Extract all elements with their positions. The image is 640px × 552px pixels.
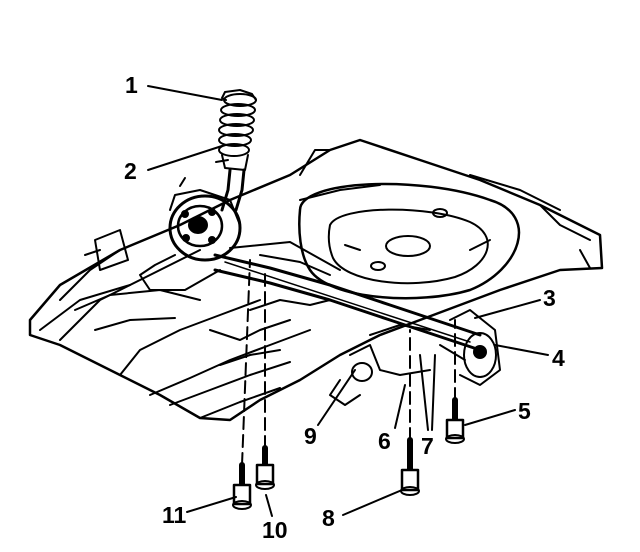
callout-3: 3 <box>543 285 556 311</box>
callout-9: 9 <box>304 423 317 449</box>
callout-2: 2 <box>124 158 137 184</box>
coil-spring <box>215 89 257 212</box>
right-hub-bracket <box>439 309 501 386</box>
spare-tire-well <box>298 182 521 300</box>
callout-8: 8 <box>322 505 335 531</box>
bolt-5 <box>445 397 465 444</box>
callout-10: 10 <box>262 517 288 543</box>
leader-lines <box>147 85 549 517</box>
bolt-11 <box>232 462 252 510</box>
callout-6: 6 <box>378 428 391 454</box>
callout-7: 7 <box>421 433 434 459</box>
bolt-10 <box>255 445 275 490</box>
bolt-8 <box>400 437 420 496</box>
callout-11: 11 <box>162 502 187 528</box>
callout-5: 5 <box>518 398 531 424</box>
lower-link <box>329 324 431 406</box>
callout-1: 1 <box>125 72 138 98</box>
hub-assembly <box>139 177 242 291</box>
assembly-lines <box>241 259 456 466</box>
callout-4: 4 <box>552 345 565 371</box>
